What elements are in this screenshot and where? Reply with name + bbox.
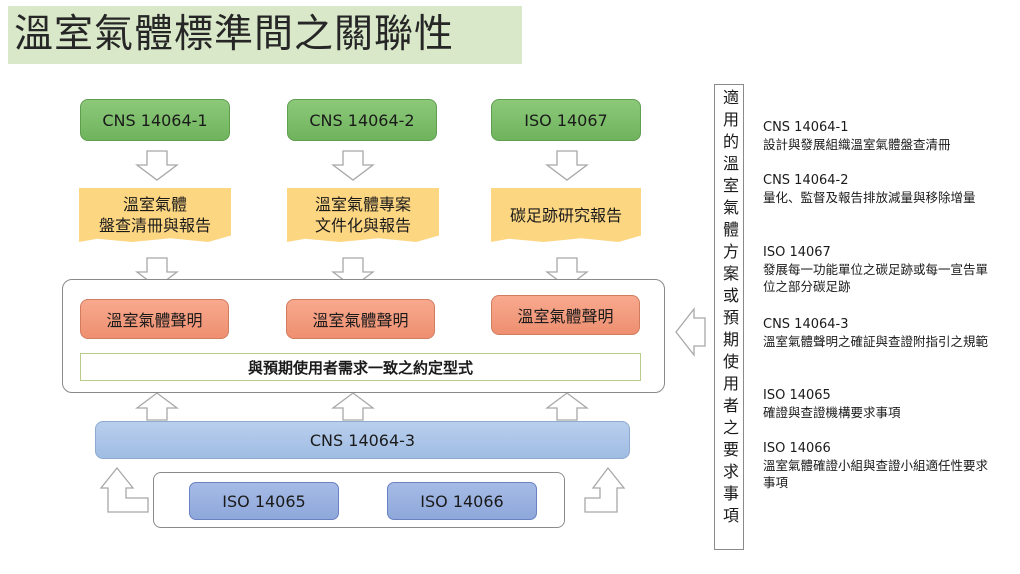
left-arrow bbox=[675, 307, 706, 357]
legend-desc: 確證與查證機構要求事項 bbox=[763, 405, 901, 420]
legend-desc: 發展每一功能單位之碳足跡或每一宣告單位之部分碳足跡 bbox=[763, 262, 989, 294]
report-carbon-footprint: 碳足跡研究報告 bbox=[491, 188, 641, 242]
bent-up-arrow-right bbox=[584, 466, 626, 513]
ghg-declaration-2: 溫室氣體聲明 bbox=[286, 299, 435, 339]
up-arrow-2 bbox=[331, 392, 375, 421]
legend-item-3: ISO 14067 發展每一功能單位之碳足跡或每一宣告單位之部分碳足跡 bbox=[763, 244, 995, 295]
legend-item-1: CNS 14064-1 設計與發展組織溫室氣體盤查清冊 bbox=[763, 119, 995, 153]
cns14064-3-bar: CNS 14064-3 bbox=[95, 421, 630, 459]
legend-item-6: ISO 14066 溫室氣體確證小組與查證小組適任性要求事項 bbox=[763, 440, 995, 491]
iso14065-box: ISO 14065 bbox=[189, 482, 339, 520]
legend-head: CNS 14064-2 bbox=[763, 173, 849, 188]
legend-desc: 設計與發展組織溫室氣體盤查清冊 bbox=[763, 137, 951, 152]
down-arrow-3a bbox=[545, 150, 589, 181]
legend-item-4: CNS 14064-3 溫室氣體聲明之確証與查證附指引之規範 bbox=[763, 316, 995, 350]
legend-head: ISO 14065 bbox=[763, 388, 831, 403]
standard-iso14067: ISO 14067 bbox=[491, 99, 641, 141]
down-arrow-2a bbox=[331, 150, 375, 181]
report-ghg-inventory: 溫室氣體 盤查清冊與報告 bbox=[79, 188, 231, 242]
ghg-declaration-3: 溫室氣體聲明 bbox=[491, 295, 640, 335]
legend-desc: 溫室氣體聲明之確証與查證附指引之規範 bbox=[763, 334, 989, 349]
legend-head: ISO 14067 bbox=[763, 245, 831, 260]
legend-desc: 溫室氣體確證小組與查證小組適任性要求事項 bbox=[763, 458, 989, 490]
standard-cns14064-2: CNS 14064-2 bbox=[287, 99, 437, 141]
standard-cns14064-1: CNS 14064-1 bbox=[80, 99, 230, 141]
up-arrow-3 bbox=[545, 392, 589, 421]
ghg-declaration-1: 溫室氣體聲明 bbox=[80, 299, 229, 339]
legend-head: CNS 14064-3 bbox=[763, 317, 849, 332]
requirements-label: 適用的溫室氣體方案或預期使用者之要求事項 bbox=[720, 89, 739, 529]
legend-item-5: ISO 14065 確證與查證機構要求事項 bbox=[763, 387, 995, 421]
down-arrow-1a bbox=[135, 150, 179, 181]
up-arrow-1 bbox=[135, 392, 179, 421]
page-title: 溫室氣體標準間之關聯性 bbox=[14, 12, 455, 57]
legend-desc: 量化、監督及報告排放減量與移除增量 bbox=[763, 190, 976, 205]
report-ghg-project: 溫室氣體專案 文件化與報告 bbox=[287, 188, 439, 242]
agreed-form-bar: 與預期使用者需求一致之約定型式 bbox=[80, 353, 641, 381]
bent-up-arrow-left bbox=[99, 466, 149, 513]
iso14066-box: ISO 14066 bbox=[387, 482, 537, 520]
requirements-box: 適用的溫室氣體方案或預期使用者之要求事項 bbox=[714, 84, 744, 550]
legend-item-2: CNS 14064-2 量化、監督及報告排放減量與移除增量 bbox=[763, 172, 995, 206]
title-band bbox=[8, 6, 522, 64]
legend-head: ISO 14066 bbox=[763, 441, 831, 456]
legend-head: CNS 14064-1 bbox=[763, 120, 849, 135]
